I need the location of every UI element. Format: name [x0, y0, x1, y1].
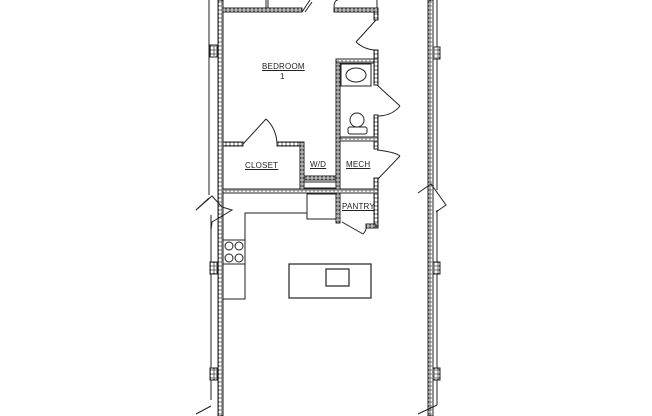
cooktop — [222, 239, 246, 265]
room-label-mech: MECH — [346, 160, 371, 169]
mech-door — [376, 155, 401, 181]
island-sink — [325, 268, 350, 287]
window-right-2 — [432, 261, 441, 275]
window-right-3 — [432, 367, 441, 381]
window-left-2 — [209, 261, 218, 275]
bathroom-door — [376, 84, 401, 107]
break-line-right — [417, 183, 447, 213]
room-label-pantry: PANTRY — [342, 202, 375, 211]
refrigerator — [306, 193, 337, 220]
exterior-wall-left — [217, 0, 224, 416]
kitchen-island — [288, 263, 372, 299]
toilet — [349, 112, 365, 128]
window-left-1 — [209, 44, 218, 58]
room-label-closet: CLOSET — [245, 161, 279, 170]
pantry-door — [341, 221, 364, 235]
bedroom-door — [355, 19, 377, 43]
room-label-bedroom-number: 1 — [280, 72, 285, 81]
closet-door — [242, 118, 267, 145]
room-label-wd: W/D — [310, 160, 327, 169]
room-label-bedroom: BEDROOM — [262, 62, 305, 71]
exterior-wall-right — [427, 0, 434, 416]
window-left-3 — [209, 367, 218, 381]
sink — [340, 63, 372, 87]
window-right-1 — [432, 46, 441, 60]
break-line-left — [195, 195, 234, 231]
